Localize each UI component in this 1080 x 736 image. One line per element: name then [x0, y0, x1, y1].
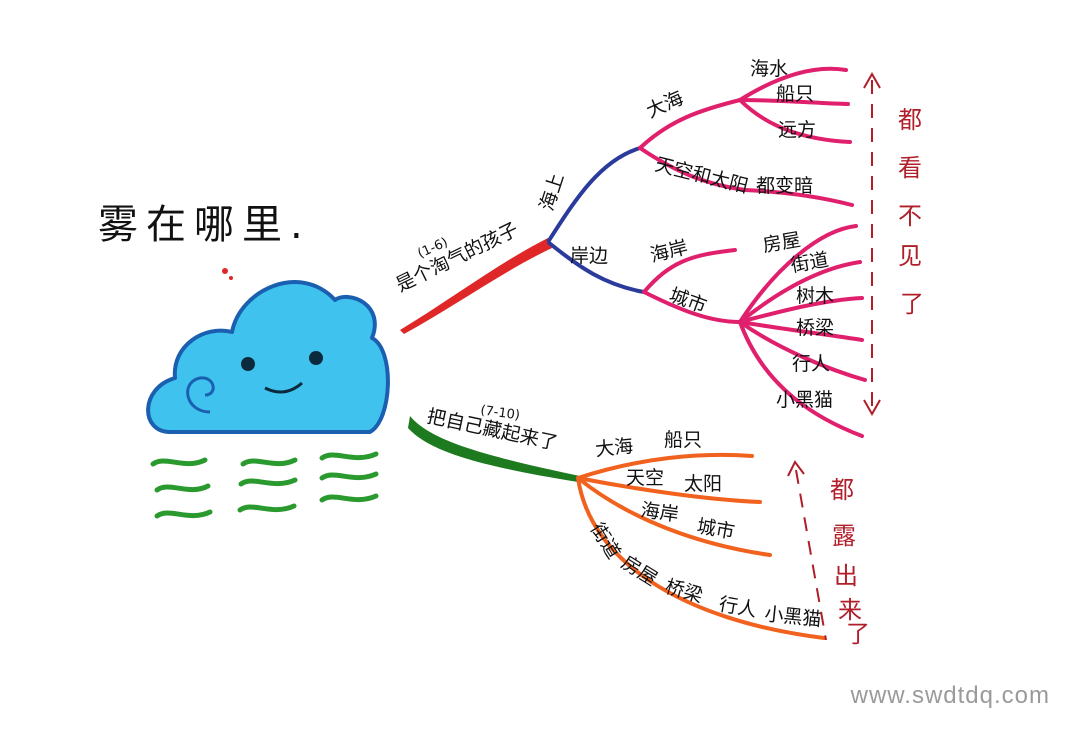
- leaf-chuanzhi: 船只: [776, 83, 814, 105]
- lower-range: (7-10): [479, 403, 520, 423]
- leaf-shumu: 树木: [796, 285, 834, 307]
- decor-dot: [222, 268, 228, 274]
- lower-side-arrow: [787, 460, 827, 641]
- lower-note-char: 都: [830, 476, 854, 504]
- big-sea-branch: [638, 98, 742, 150]
- sky-sun-branch: [638, 146, 747, 192]
- lower-row2-branch: [576, 476, 762, 504]
- lower-item: 天空: [626, 467, 664, 489]
- shore-label: 岸边: [570, 245, 608, 267]
- city-branch: [642, 290, 742, 324]
- lower-row4-branch: [576, 476, 826, 640]
- shore-branch: [546, 240, 645, 294]
- leaf-qiaoliang: 桥梁: [796, 317, 834, 339]
- lower-item: 桥梁: [663, 576, 706, 608]
- lower-item: 海岸: [639, 499, 680, 526]
- sky-sun-label: 天空和太阳: [653, 154, 751, 198]
- lower-item: 太阳: [684, 473, 722, 495]
- lower-note-char: 出: [834, 562, 858, 590]
- upper-note-char: 看: [898, 154, 922, 182]
- mist-waves-icon: [150, 451, 379, 519]
- lower-item: 大海: [594, 435, 634, 461]
- upper-side-note: 都 看 不 见 了: [898, 106, 924, 318]
- lower-side-note: 都 露 出 来 了: [830, 476, 870, 648]
- upper-main-branch: [400, 238, 552, 334]
- upper-note-char: 不: [898, 202, 922, 230]
- sea-branch: [546, 146, 641, 244]
- upper-note-char: 了: [900, 290, 924, 318]
- lower-item: 船只: [664, 429, 702, 451]
- diagram-title: 雾在哪里.: [98, 202, 311, 248]
- decor-dot: [229, 276, 233, 280]
- lower-note-char: 来: [838, 596, 862, 624]
- leaf-haishui: 海水: [750, 58, 788, 80]
- lower-row1-branch: [576, 452, 754, 480]
- beach-branch: [642, 248, 737, 294]
- lower-main-branch: [408, 416, 580, 482]
- upper-side-arrow: [863, 71, 881, 417]
- leaf-xingren: 行人: [792, 353, 830, 375]
- lower-note-char: 露: [832, 522, 856, 550]
- upper-note-char: 都: [898, 106, 922, 134]
- lower-note-char: 了: [846, 620, 870, 648]
- lower-row3-branch: [576, 476, 772, 557]
- lower-item: 小黑猫: [763, 603, 822, 631]
- leaf-yuanfang: 远方: [778, 119, 816, 141]
- upper-note-char: 见: [898, 242, 922, 270]
- upper-label: 是个淘气的孩子: [393, 218, 522, 296]
- leaf-doubianan: 都变暗: [756, 175, 813, 197]
- watermark: www.swdtdq.com: [850, 682, 1050, 709]
- big-sea-label: 大海: [643, 87, 687, 123]
- cloud-icon: [146, 280, 390, 434]
- sea-label: 海上: [536, 171, 569, 214]
- leaf-fangwu: 房屋: [761, 229, 802, 257]
- leaf-xiaoheimao: 小黑猫: [776, 389, 833, 411]
